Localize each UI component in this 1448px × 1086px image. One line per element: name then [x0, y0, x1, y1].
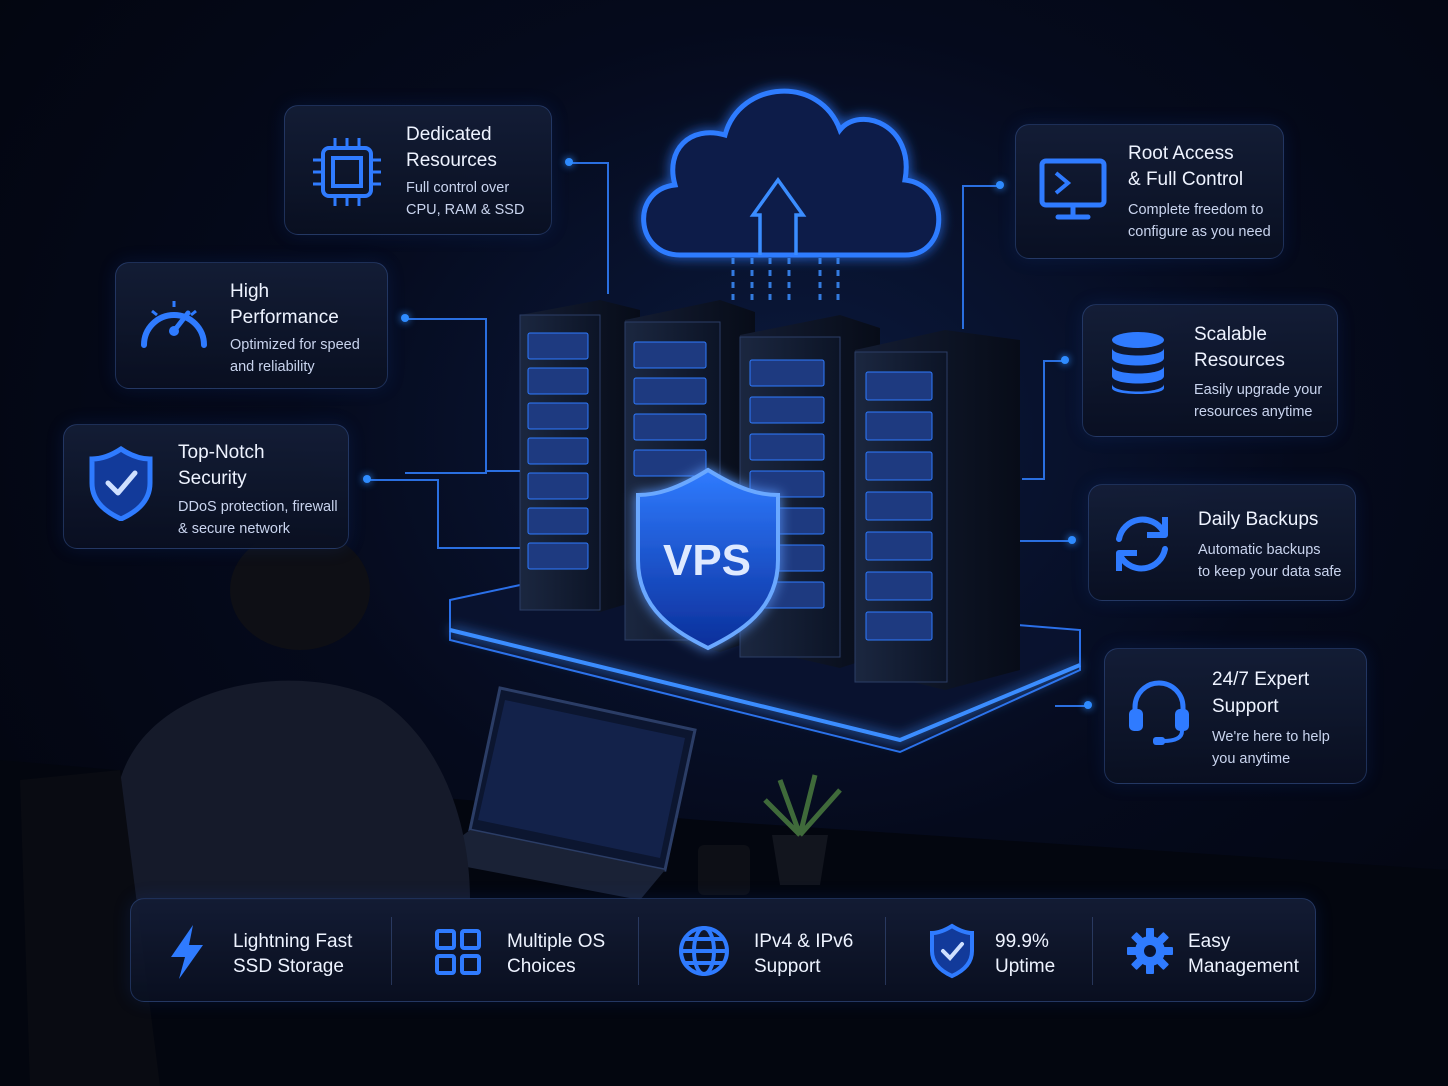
gear-icon	[1126, 927, 1174, 975]
card-title: Performance	[230, 307, 339, 328]
feature-card-security: Top-Notch Security DDoS protection, fire…	[63, 424, 349, 549]
card-title: Resources	[406, 150, 497, 171]
card-title: Security	[178, 468, 247, 489]
feature-label: Lightning Fast	[233, 931, 353, 952]
card-description: CPU, RAM & SSD	[406, 202, 525, 218]
card-description: configure as you need	[1128, 224, 1271, 240]
feature-label: Uptime	[995, 956, 1056, 977]
card-description: Optimized for speed	[230, 337, 360, 353]
feature-label: Choices	[507, 956, 576, 977]
lightning-icon	[167, 923, 207, 981]
feature-card-performance: High Performance Optimized for speed and…	[115, 262, 388, 389]
feature-card-backups: Daily Backups Automatic backups to keep …	[1088, 484, 1356, 601]
card-title: High	[230, 281, 270, 302]
speedometer-icon	[136, 289, 212, 349]
bottom-feature-bar: Lightning Fast SSD Storage Multiple OS C…	[130, 898, 1316, 1002]
card-description: We're here to help	[1212, 729, 1330, 745]
feature-label: Multiple OS	[507, 931, 606, 952]
card-description: DDoS protection, firewall	[178, 499, 338, 515]
bottom-feature-uptime: 99.9% Uptime	[885, 899, 1092, 1003]
bottom-feature-management: Easy Management	[1092, 899, 1317, 1003]
cloud-upload-icon	[641, 88, 942, 258]
feature-label: Management	[1188, 956, 1299, 977]
refresh-icon	[1107, 509, 1177, 579]
feature-card-dedicated: Dedicated Resources Full control over CP…	[284, 105, 552, 235]
bottom-feature-os: Multiple OS Choices	[391, 899, 638, 1003]
card-title: Root Access	[1128, 143, 1234, 164]
bottom-feature-ssd: Lightning Fast SSD Storage	[131, 899, 391, 1003]
card-description: Easily upgrade your	[1194, 382, 1323, 398]
feature-label: Support	[754, 956, 821, 977]
card-title: Dedicated	[406, 124, 492, 145]
feature-label: SSD Storage	[233, 956, 344, 977]
card-title: Top-Notch	[178, 442, 265, 463]
globe-icon	[678, 925, 730, 977]
vps-shield	[636, 467, 780, 651]
divider	[1092, 917, 1093, 985]
card-description: to keep your data safe	[1198, 564, 1342, 580]
feature-label: Easy	[1188, 931, 1231, 952]
card-title: 24/7 Expert	[1212, 669, 1310, 690]
terminal-monitor-icon	[1038, 157, 1108, 223]
grid-icon	[435, 929, 481, 975]
card-description: Full control over	[406, 180, 510, 196]
feature-card-scalable: Scalable Resources Easily upgrade your r…	[1082, 304, 1338, 437]
feature-label: 99.9%	[995, 931, 1049, 952]
cpu-chip-icon	[311, 136, 383, 208]
database-icon	[1109, 330, 1167, 396]
card-description: & secure network	[178, 521, 291, 537]
headset-icon	[1127, 675, 1191, 747]
card-title: & Full Control	[1128, 169, 1244, 190]
shield-check-icon	[88, 445, 154, 521]
divider	[391, 917, 392, 985]
divider	[638, 917, 639, 985]
shield-check-icon	[929, 923, 975, 979]
card-title: Scalable	[1194, 324, 1267, 345]
card-title: Daily Backups	[1198, 509, 1319, 530]
card-description: Complete freedom to	[1128, 202, 1264, 218]
card-title: Support	[1212, 696, 1279, 717]
feature-card-support: 24/7 Expert Support We're here to help y…	[1104, 648, 1367, 784]
card-description: and reliability	[230, 359, 315, 375]
card-title: Resources	[1194, 350, 1285, 371]
card-description: resources anytime	[1194, 404, 1313, 420]
card-description: Automatic backups	[1198, 542, 1321, 558]
bottom-feature-ip: IPv4 & IPv6 Support	[638, 899, 885, 1003]
feature-card-root-access: Root Access & Full Control Complete free…	[1015, 124, 1284, 259]
feature-label: IPv4 & IPv6	[754, 931, 854, 952]
vps-shield-label: VPS	[662, 536, 752, 585]
divider	[885, 917, 886, 985]
card-description: you anytime	[1212, 751, 1291, 767]
